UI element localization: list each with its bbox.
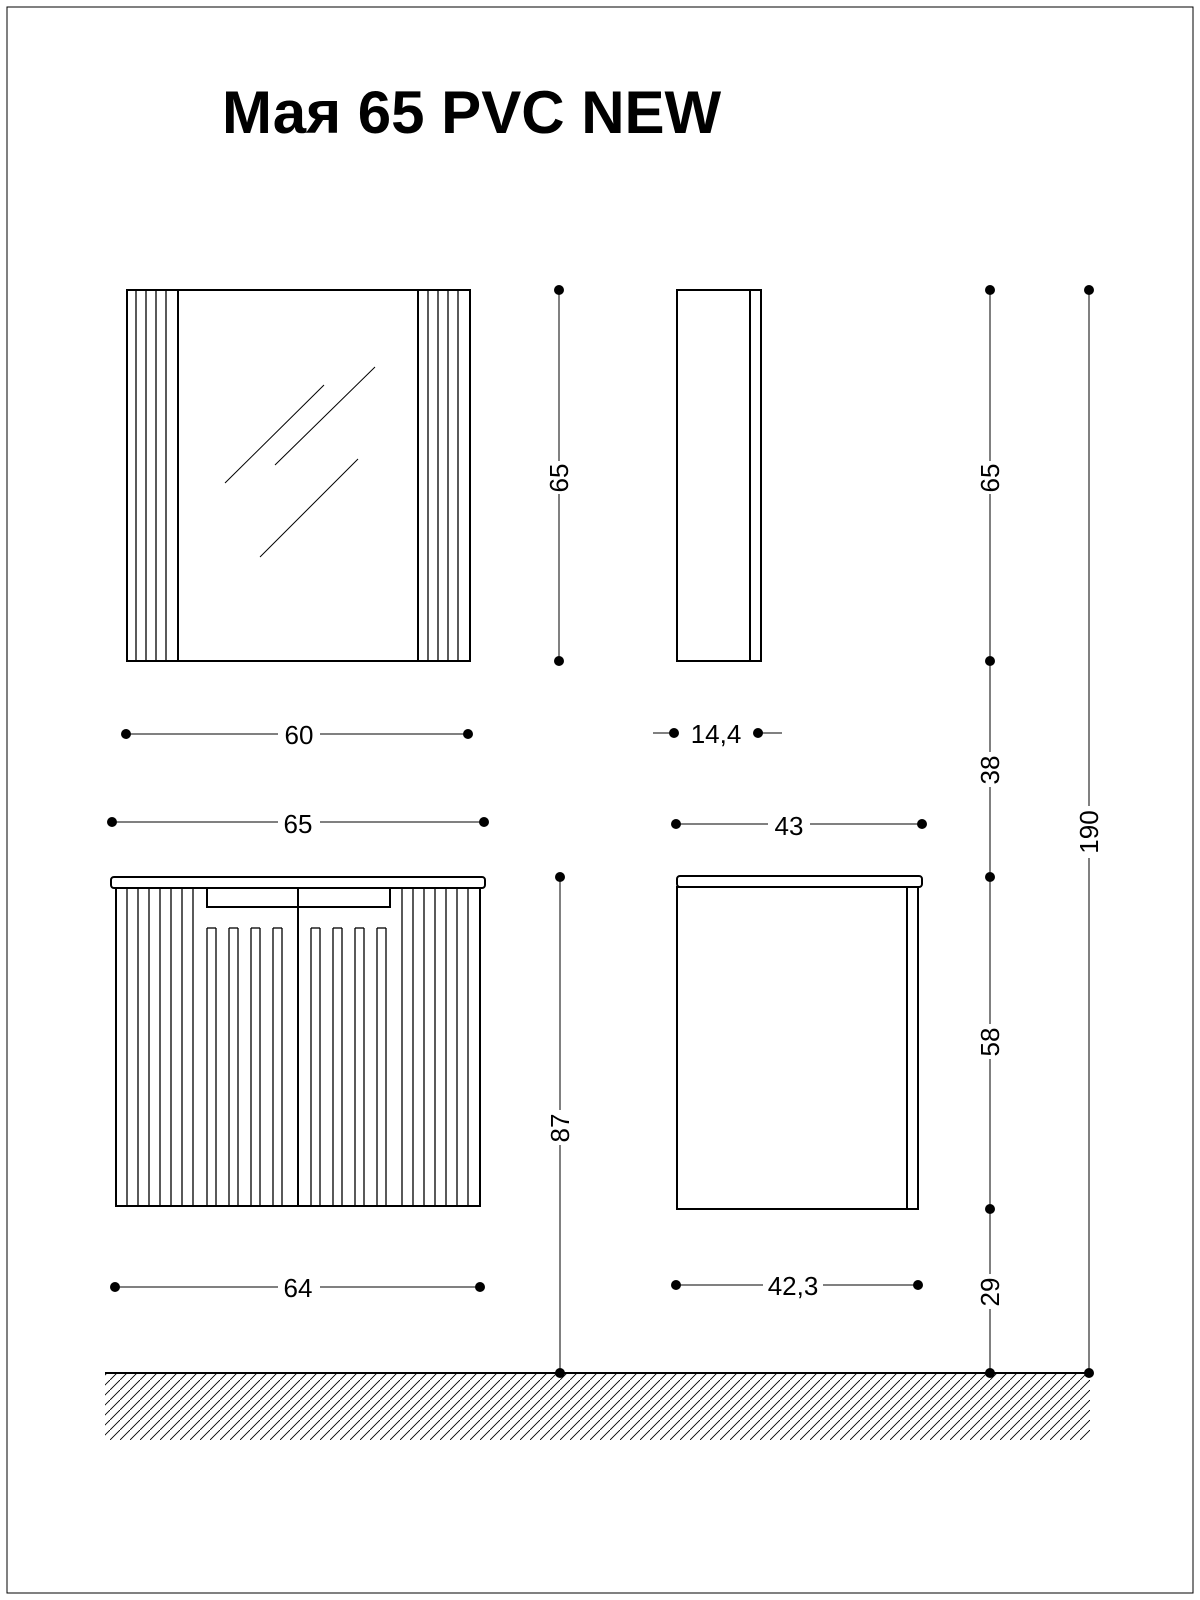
dim-side-gap: 38 — [975, 756, 1005, 785]
vanity-right-flutes — [310, 888, 469, 1206]
mirror-right-flutes — [427, 290, 459, 661]
mirror-glare-lines — [224, 366, 376, 558]
dim-mirror-depth: 14,4 — [691, 719, 742, 749]
page-frame — [6, 6, 1194, 1594]
dim-mirror-height: 65 — [544, 464, 574, 493]
mirror-cabinet-side — [676, 289, 762, 662]
vanity-front — [110, 876, 486, 1207]
vanity-side — [676, 875, 923, 1210]
vanity-left-flutes — [126, 888, 283, 1206]
dim-vanity-width: 64 — [284, 1273, 313, 1303]
dim-top-width: 65 — [284, 809, 313, 839]
vanity-countertop — [110, 876, 486, 889]
mirror-left-flutes — [135, 290, 167, 661]
dimension-lines — [112, 290, 1090, 1373]
dim-mirror-width: 60 — [285, 720, 314, 750]
mirror-cabinet-front — [126, 289, 471, 662]
dim-vanity-height: 87 — [545, 1114, 575, 1143]
dim-total-height: 190 — [1074, 810, 1104, 853]
dimension-endpoints — [107, 285, 1094, 1378]
dim-side-vanity: 58 — [975, 1028, 1005, 1057]
dim-top-depth: 43 — [775, 811, 804, 841]
dim-side-floor: 29 — [975, 1278, 1005, 1307]
dim-vanity-depth: 42,3 — [768, 1271, 819, 1301]
dim-side-mirror: 65 — [975, 464, 1005, 493]
drawing-title: Мая 65 PVC NEW — [222, 79, 722, 146]
floor — [105, 1372, 1090, 1440]
vanity-handle — [206, 887, 391, 908]
